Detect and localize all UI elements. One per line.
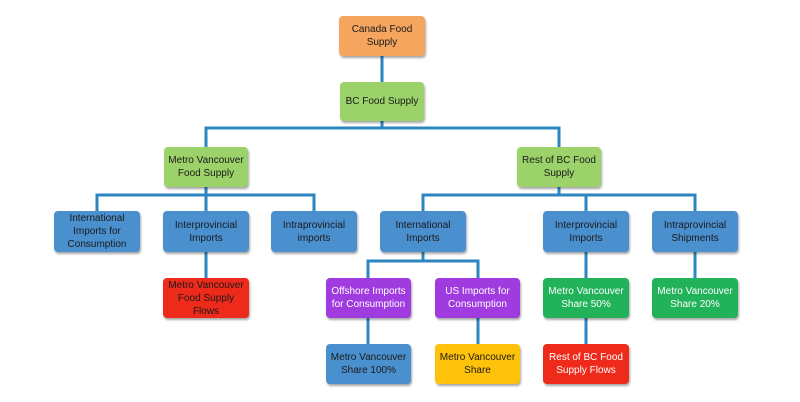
node-label: Intraprovincial Shipments [663,219,727,244]
node-label: Offshore Imports for Consumption [331,286,406,310]
node-label: Intraprovincial imports [282,219,346,244]
node-mv-international-imports: International Imports for Consumption [54,211,140,252]
node-bc-food-supply: BC Food Supply [340,82,424,121]
node-label: Metro Vancouver Share [439,352,516,376]
node-rest-of-bc-food-supply: Rest of BC Food Supply [517,147,601,187]
node-mv-share-20: Metro Vancouver Share 20% [652,278,738,318]
node-mv-interprovincial-imports: Interprovincial Imports [163,211,249,252]
node-mv-share-100: Metro Vancouver Share 100% [326,344,411,384]
node-rbc-international-imports: International Imports [380,211,466,252]
node-mv-share-50: Metro Vancouver Share 50% [543,278,629,318]
node-label: Interprovincial Imports [174,219,238,244]
node-offshore-imports: Offshore Imports for Consumption [326,278,411,318]
node-label: Metro Vancouver Share 20% [657,286,733,310]
node-label: Canada Food Supply [351,24,413,48]
node-rbc-food-supply-flows: Rest of BC Food Supply Flows [543,344,629,384]
node-mv-intraprovincial-imports: Intraprovincial imports [271,211,357,252]
node-label: US Imports for Consumption [445,286,510,310]
node-metro-vancouver-food-supply: Metro Vancouver Food Supply [164,147,248,187]
node-mv-food-supply-flows: Metro Vancouver Food Supply Flows [163,278,249,318]
node-rbc-interprovincial-imports: Interprovincial Imports [543,211,629,252]
node-label: Rest of BC Food Supply Flows [549,352,623,376]
node-us-imports: US Imports for Consumption [435,278,520,318]
node-label: International Imports for Consumption [67,213,127,250]
node-label: International Imports [395,219,451,244]
node-label: Metro Vancouver Food Supply [168,155,244,179]
node-canada-food-supply: Canada Food Supply [339,16,425,56]
node-mv-share: Metro Vancouver Share [435,344,520,384]
node-label: Rest of BC Food Supply [522,155,596,179]
node-label: Metro Vancouver Food Supply Flows [168,279,244,317]
node-label: Metro Vancouver Share 100% [330,352,407,376]
node-label: BC Food Supply [345,96,419,107]
node-label: Interprovincial Imports [554,219,618,244]
node-rbc-intraprovincial-shipments: Intraprovincial Shipments [652,211,738,252]
node-label: Metro Vancouver Share 50% [548,286,624,310]
